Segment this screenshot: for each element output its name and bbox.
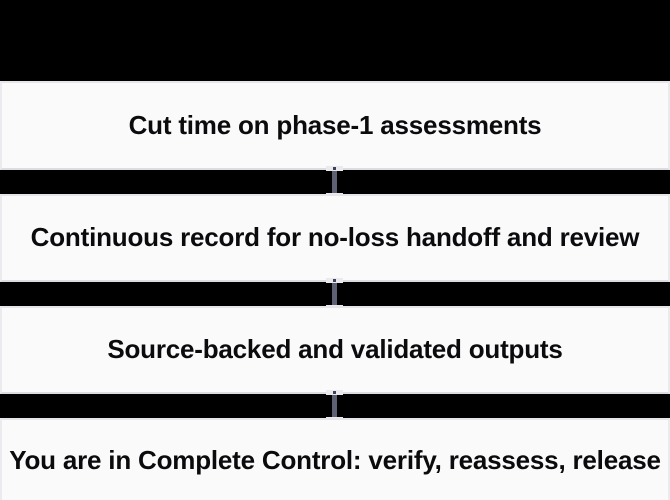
flow-gap-1: [0, 166, 670, 198]
flow-gap-2: [0, 278, 670, 310]
vertical-flow-list: Cut time on phase-1 assessments Continuo…: [0, 81, 670, 500]
connector-nub-top-1: [333, 167, 336, 170]
flow-step-label-1: Cut time on phase-1 assessments: [128, 109, 542, 140]
flow-step-label-3: Source-backed and validated outputs: [107, 334, 563, 365]
flow-step-card-1[interactable]: Cut time on phase-1 assessments: [0, 81, 670, 170]
flow-step-card-2[interactable]: Continuous record for no-loss handoff an…: [0, 194, 670, 282]
flow-step-card-4[interactable]: You are in Complete Control: verify, rea…: [0, 418, 670, 500]
flow-step-label-2: Continuous record for no-loss handoff an…: [30, 222, 640, 253]
connector-nub-top-2: [333, 279, 336, 282]
flow-step-label-4: You are in Complete Control: verify, rea…: [9, 445, 661, 476]
flow-step-card-3[interactable]: Source-backed and validated outputs: [0, 306, 670, 394]
flow-gap-3: [0, 390, 670, 422]
connector-nub-top-3: [333, 391, 336, 394]
